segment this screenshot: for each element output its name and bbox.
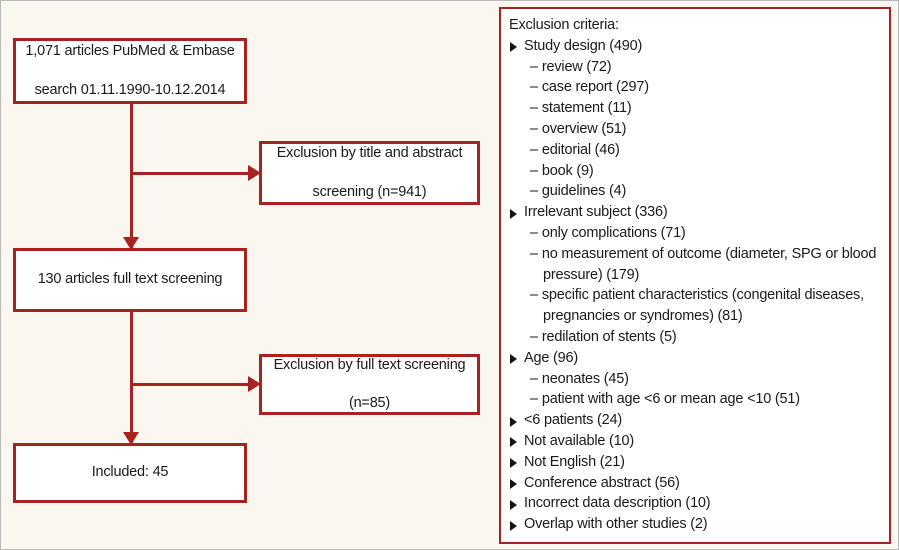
exclusion-subcriterion-label: case report (297) xyxy=(541,79,649,96)
triangle-bullet-icon xyxy=(510,208,517,219)
connector-search-to-fulltext xyxy=(130,104,133,250)
dash-bullet-icon: – xyxy=(530,58,538,75)
exclusion-criterion: Study design (490) xyxy=(509,36,881,57)
exclusion-criterion-label: Incorrect data description (10) xyxy=(524,495,711,512)
arrowhead-down-fulltext xyxy=(123,237,139,250)
triangle-bullet-icon xyxy=(510,499,517,510)
triangle-bullet-icon xyxy=(510,42,517,53)
triangle-bullet-icon xyxy=(510,416,517,427)
triangle-bullet-icon xyxy=(510,437,517,448)
dash-bullet-icon: – xyxy=(530,287,538,304)
exclusion-criterion-label: Overlap with other studies (2) xyxy=(524,516,708,533)
flow-box-fulltext-line1: 130 articles full text screening xyxy=(37,271,223,288)
arrowhead-right-fulltext-exclusion xyxy=(248,376,261,392)
exclusion-criterion: <6 patients (24) xyxy=(509,410,881,431)
dash-bullet-icon: – xyxy=(530,141,538,158)
exclusion-subcriteria-list: –review (72)–case report (297)–statement… xyxy=(509,57,881,203)
exclusion-subcriterion: –book (9) xyxy=(509,161,881,182)
arrowhead-down-included xyxy=(123,432,139,445)
exclusion-criteria-panel: Exclusion criteria: Study design (490)–r… xyxy=(499,7,891,544)
exclusion-subcriterion-label: editorial (46) xyxy=(541,141,620,158)
dash-bullet-icon: – xyxy=(530,79,538,96)
exclusion-subcriterion-label: book (9) xyxy=(541,162,594,179)
exclusion-subcriterion: –overview (51) xyxy=(509,119,881,140)
dash-bullet-icon: – xyxy=(530,391,538,408)
exclusion-criterion-label: Irrelevant subject (336) xyxy=(524,204,668,221)
exclusion-subcriterion-label: review (72) xyxy=(541,58,612,75)
exclusion-criterion-label: Conference abstract (56) xyxy=(524,474,680,491)
dash-bullet-icon: – xyxy=(530,224,538,241)
dash-bullet-icon: – xyxy=(530,162,538,179)
triangle-bullet-icon xyxy=(510,458,517,469)
flow-box-exclusion-fulltext: Exclusion by full text screening (n=85) xyxy=(259,354,480,415)
exclusion-subcriterion-label: patient with age <6 or mean age <10 (51) xyxy=(541,391,800,408)
flow-box-exclusion-title-abstract: Exclusion by title and abstract screenin… xyxy=(259,141,480,205)
exclusion-criterion: Incorrect data description (10) xyxy=(509,493,881,514)
exclusion-subcriterion-label: statement (11) xyxy=(541,100,632,117)
dash-bullet-icon: – xyxy=(530,370,538,387)
exclusion-subcriterion: –neonates (45) xyxy=(509,369,881,390)
exclusion-criterion: Irrelevant subject (336) xyxy=(509,202,881,223)
exclusion-subcriterion: –editorial (46) xyxy=(509,140,881,161)
dash-bullet-icon: – xyxy=(530,183,538,200)
flow-box-search-line2: search 01.11.1990-10.12.2014 xyxy=(34,81,226,98)
exclusion-criterion-label: Age (96) xyxy=(524,349,579,366)
triangle-bullet-icon xyxy=(510,354,517,365)
exclusion-subcriterion-label: specific patient characteristics (congen… xyxy=(541,287,864,325)
exclusion-criterion: Overlap with other studies (2) xyxy=(509,514,881,535)
triangle-bullet-icon xyxy=(510,479,517,490)
arrowhead-right-title-exclusion xyxy=(248,165,261,181)
exclusion-subcriterion: –patient with age <6 or mean age <10 (51… xyxy=(509,389,881,410)
exclusion-criterion-label: <6 patients (24) xyxy=(524,412,622,429)
exclusion-subcriterion: –redilation of stents (5) xyxy=(509,327,881,348)
dash-bullet-icon: – xyxy=(530,100,538,117)
exclusion-criterion-label: Not available (10) xyxy=(524,432,635,449)
exclusion-subcriteria-list: –neonates (45)–patient with age <6 or me… xyxy=(509,369,881,411)
exclusion-criterion: Age (96) xyxy=(509,348,881,369)
exclusion-criteria-list: Study design (490)–review (72)–case repo… xyxy=(509,36,881,535)
exclusion-subcriterion: –no measurement of outcome (diameter, SP… xyxy=(509,244,881,286)
exclusion-criteria-title: Exclusion criteria: xyxy=(509,17,619,33)
exclusion-subcriteria-list: –only complications (71)–no measurement … xyxy=(509,223,881,348)
exclusion-subcriterion: –specific patient characteristics (conge… xyxy=(509,285,881,327)
flow-box-exclusion-title-line1: Exclusion by title and abstract xyxy=(276,145,463,162)
triangle-bullet-icon xyxy=(510,520,517,531)
flow-box-search: 1,071 articles PubMed & Embase search 01… xyxy=(13,38,247,104)
exclusion-subcriterion-label: redilation of stents (5) xyxy=(541,328,677,345)
flow-box-search-line1: 1,071 articles PubMed & Embase xyxy=(25,43,235,60)
exclusion-subcriterion-label: neonates (45) xyxy=(541,370,629,387)
exclusion-subcriterion: –case report (297) xyxy=(509,77,881,98)
dash-bullet-icon: – xyxy=(530,245,538,262)
flow-box-included: Included: 45 xyxy=(13,443,247,503)
exclusion-criterion: Not available (10) xyxy=(509,431,881,452)
connector-fulltext-to-included xyxy=(130,312,133,445)
dash-bullet-icon: – xyxy=(530,120,538,137)
exclusion-criterion: Conference abstract (56) xyxy=(509,473,881,494)
exclusion-subcriterion-label: guidelines (4) xyxy=(541,183,627,200)
exclusion-subcriterion: –only complications (71) xyxy=(509,223,881,244)
flow-box-exclusion-fulltext-line1: Exclusion by full text screening xyxy=(273,356,466,373)
exclusion-subcriterion: –review (72) xyxy=(509,57,881,78)
exclusion-criterion-label: Not English (21) xyxy=(524,453,625,470)
flow-box-exclusion-fulltext-line2: (n=85) xyxy=(348,395,391,412)
exclusion-subcriterion-label: no measurement of outcome (diameter, SPG… xyxy=(541,245,877,283)
dash-bullet-icon: – xyxy=(530,328,538,345)
flow-box-included-line1: Included: 45 xyxy=(91,464,169,481)
connector-branch-title-exclusion xyxy=(130,172,252,175)
exclusion-subcriterion: –statement (11) xyxy=(509,98,881,119)
flow-box-exclusion-title-line2: screening (n=941) xyxy=(312,183,427,200)
connector-branch-fulltext-exclusion xyxy=(130,383,252,386)
exclusion-criterion-label: Study design (490) xyxy=(524,37,643,54)
flow-box-fulltext-screening: 130 articles full text screening xyxy=(13,248,247,312)
exclusion-subcriterion-label: overview (51) xyxy=(541,120,627,137)
exclusion-subcriterion-label: only complications (71) xyxy=(541,224,686,241)
exclusion-criterion: Not English (21) xyxy=(509,452,881,473)
exclusion-subcriterion: –guidelines (4) xyxy=(509,181,881,202)
